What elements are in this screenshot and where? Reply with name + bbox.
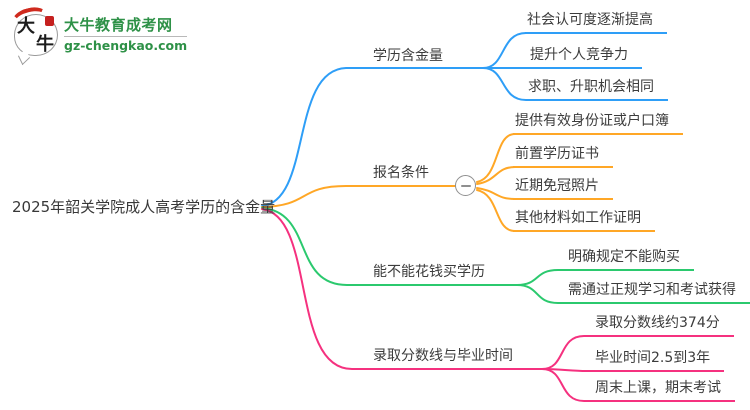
branch-label-3: 录取分数线与毕业时间 [373,348,513,364]
site-name: 大牛教育成考网 [64,16,173,34]
leaf-node: 其他材料如工作证明 [513,208,655,232]
leaf-edge [482,67,527,101]
leaf-node: 提升个人竞争力 [528,45,642,69]
branch-label-2: 能不能花钱买学历 [373,264,485,280]
site-logo[interactable]: 大 牛 大牛教育成考网 gz-chengkao.com [9,3,188,66]
leaf-node: 毕业时间2.5到3年 [593,348,725,372]
logo-seal-icon [45,16,54,26]
logo-char-bottom: 牛 [36,34,54,55]
leaf-edge [516,269,569,286]
logo-char-top: 大 [17,16,35,37]
leaf-edge [541,368,596,402]
leaf-node: 周末上课，期末考试 [593,378,735,402]
branch-label-1: 报名条件 [373,165,429,181]
leaf-node: 近期免冠照片 [513,176,613,200]
leaf-edge [476,187,516,200]
leaf-edge [476,189,516,232]
leaf-node: 求职、升职机会相同 [526,77,668,101]
logo-bubble-icon: 大 牛 [9,3,58,66]
root-node: 2025年韶关学院成人高考学历的含金量 [12,198,276,216]
logo-text-block: 大牛教育成考网 gz-chengkao.com [64,14,188,53]
site-url: gz-chengkao.com [64,38,188,53]
leaf-edge [482,32,527,69]
leaf-node: 社会认可度逐渐提高 [525,10,667,34]
collapse-toggle[interactable] [455,175,476,196]
branch-edge [261,67,484,207]
leaf-node: 提供有效身份证或户口簿 [513,111,683,135]
leaf-node: 录取分数线约374分 [593,313,734,337]
leaf-node: 需通过正规学习和考试获得 [566,280,750,304]
minus-icon [460,184,471,187]
leaf-edge [476,133,516,183]
logo-divider [64,36,188,37]
leaf-edge [541,335,596,370]
branch-label-0: 学历含金量 [373,48,443,64]
leaf-edge [476,166,516,185]
branch-edge [261,208,543,370]
branch-edge [261,185,456,208]
leaf-edge [516,284,569,304]
leaf-node: 明确规定不能购买 [566,247,694,271]
leaf-node: 前置学历证书 [513,144,613,168]
branch-edge [261,207,518,287]
